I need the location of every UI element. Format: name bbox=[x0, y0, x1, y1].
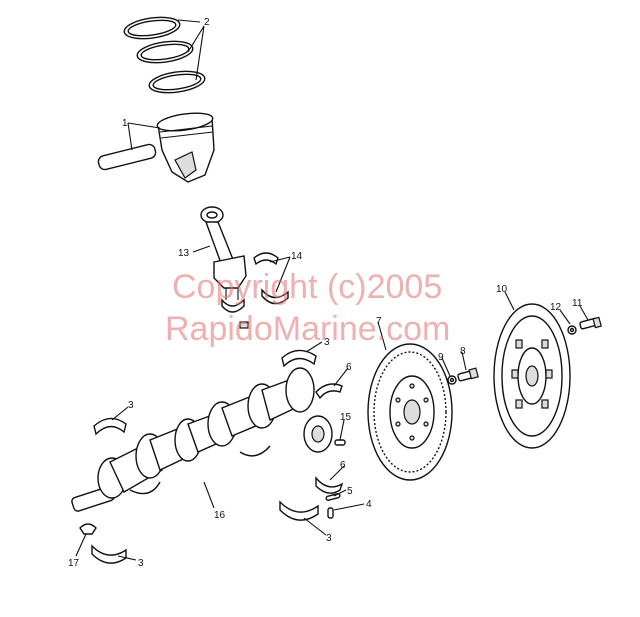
watermark-line-1: Copyright (c)2005 bbox=[172, 268, 442, 306]
callout-5: 5 bbox=[347, 486, 353, 497]
callout-2: 2 bbox=[204, 17, 210, 28]
crankshaft bbox=[71, 367, 333, 512]
callout-3: 3 bbox=[326, 533, 332, 544]
piston-rings bbox=[123, 16, 206, 94]
callout-6: 6 bbox=[340, 460, 346, 471]
leader-lines bbox=[75, 19, 589, 561]
callout-15: 15 bbox=[340, 412, 352, 423]
clutch-disc bbox=[493, 303, 571, 449]
watermark-line-2: RapidoMarine.com bbox=[165, 310, 450, 348]
connecting-rod bbox=[200, 206, 249, 329]
rod-bearings bbox=[253, 252, 289, 305]
flywheel-washer bbox=[447, 375, 457, 385]
callout-11: 11 bbox=[572, 298, 583, 309]
copyright-watermark: Copyright (c)2005 RapidoMarine.com bbox=[165, 268, 450, 348]
callout-1: 1 bbox=[122, 118, 128, 129]
callout-12: 12 bbox=[550, 302, 562, 313]
callout-10: 10 bbox=[496, 284, 508, 295]
callout-17: 17 bbox=[68, 558, 80, 569]
callout-8: 8 bbox=[460, 346, 466, 357]
callout-16: 16 bbox=[214, 510, 226, 521]
callout-14: 14 bbox=[291, 251, 303, 262]
clutch-washer bbox=[567, 325, 577, 335]
callout-13: 13 bbox=[178, 248, 190, 259]
callout-7: 7 bbox=[376, 316, 382, 327]
callout-6: 6 bbox=[346, 362, 352, 373]
callout-9: 9 bbox=[438, 352, 444, 363]
callout-4: 4 bbox=[366, 499, 372, 510]
main-bearings bbox=[91, 349, 319, 564]
callout-3: 3 bbox=[324, 337, 330, 348]
flywheel-bolt bbox=[457, 367, 479, 382]
callout-labels: 1 2 3 3 3 3 4 5 6 6 7 8 9 10 11 12 13 14… bbox=[68, 17, 583, 569]
callout-3: 3 bbox=[128, 400, 134, 411]
clutch-bolt bbox=[579, 316, 602, 330]
callout-3: 3 bbox=[138, 558, 144, 569]
flywheel bbox=[367, 343, 453, 481]
piston-and-pin bbox=[97, 112, 215, 183]
thrust-washers bbox=[315, 383, 344, 494]
